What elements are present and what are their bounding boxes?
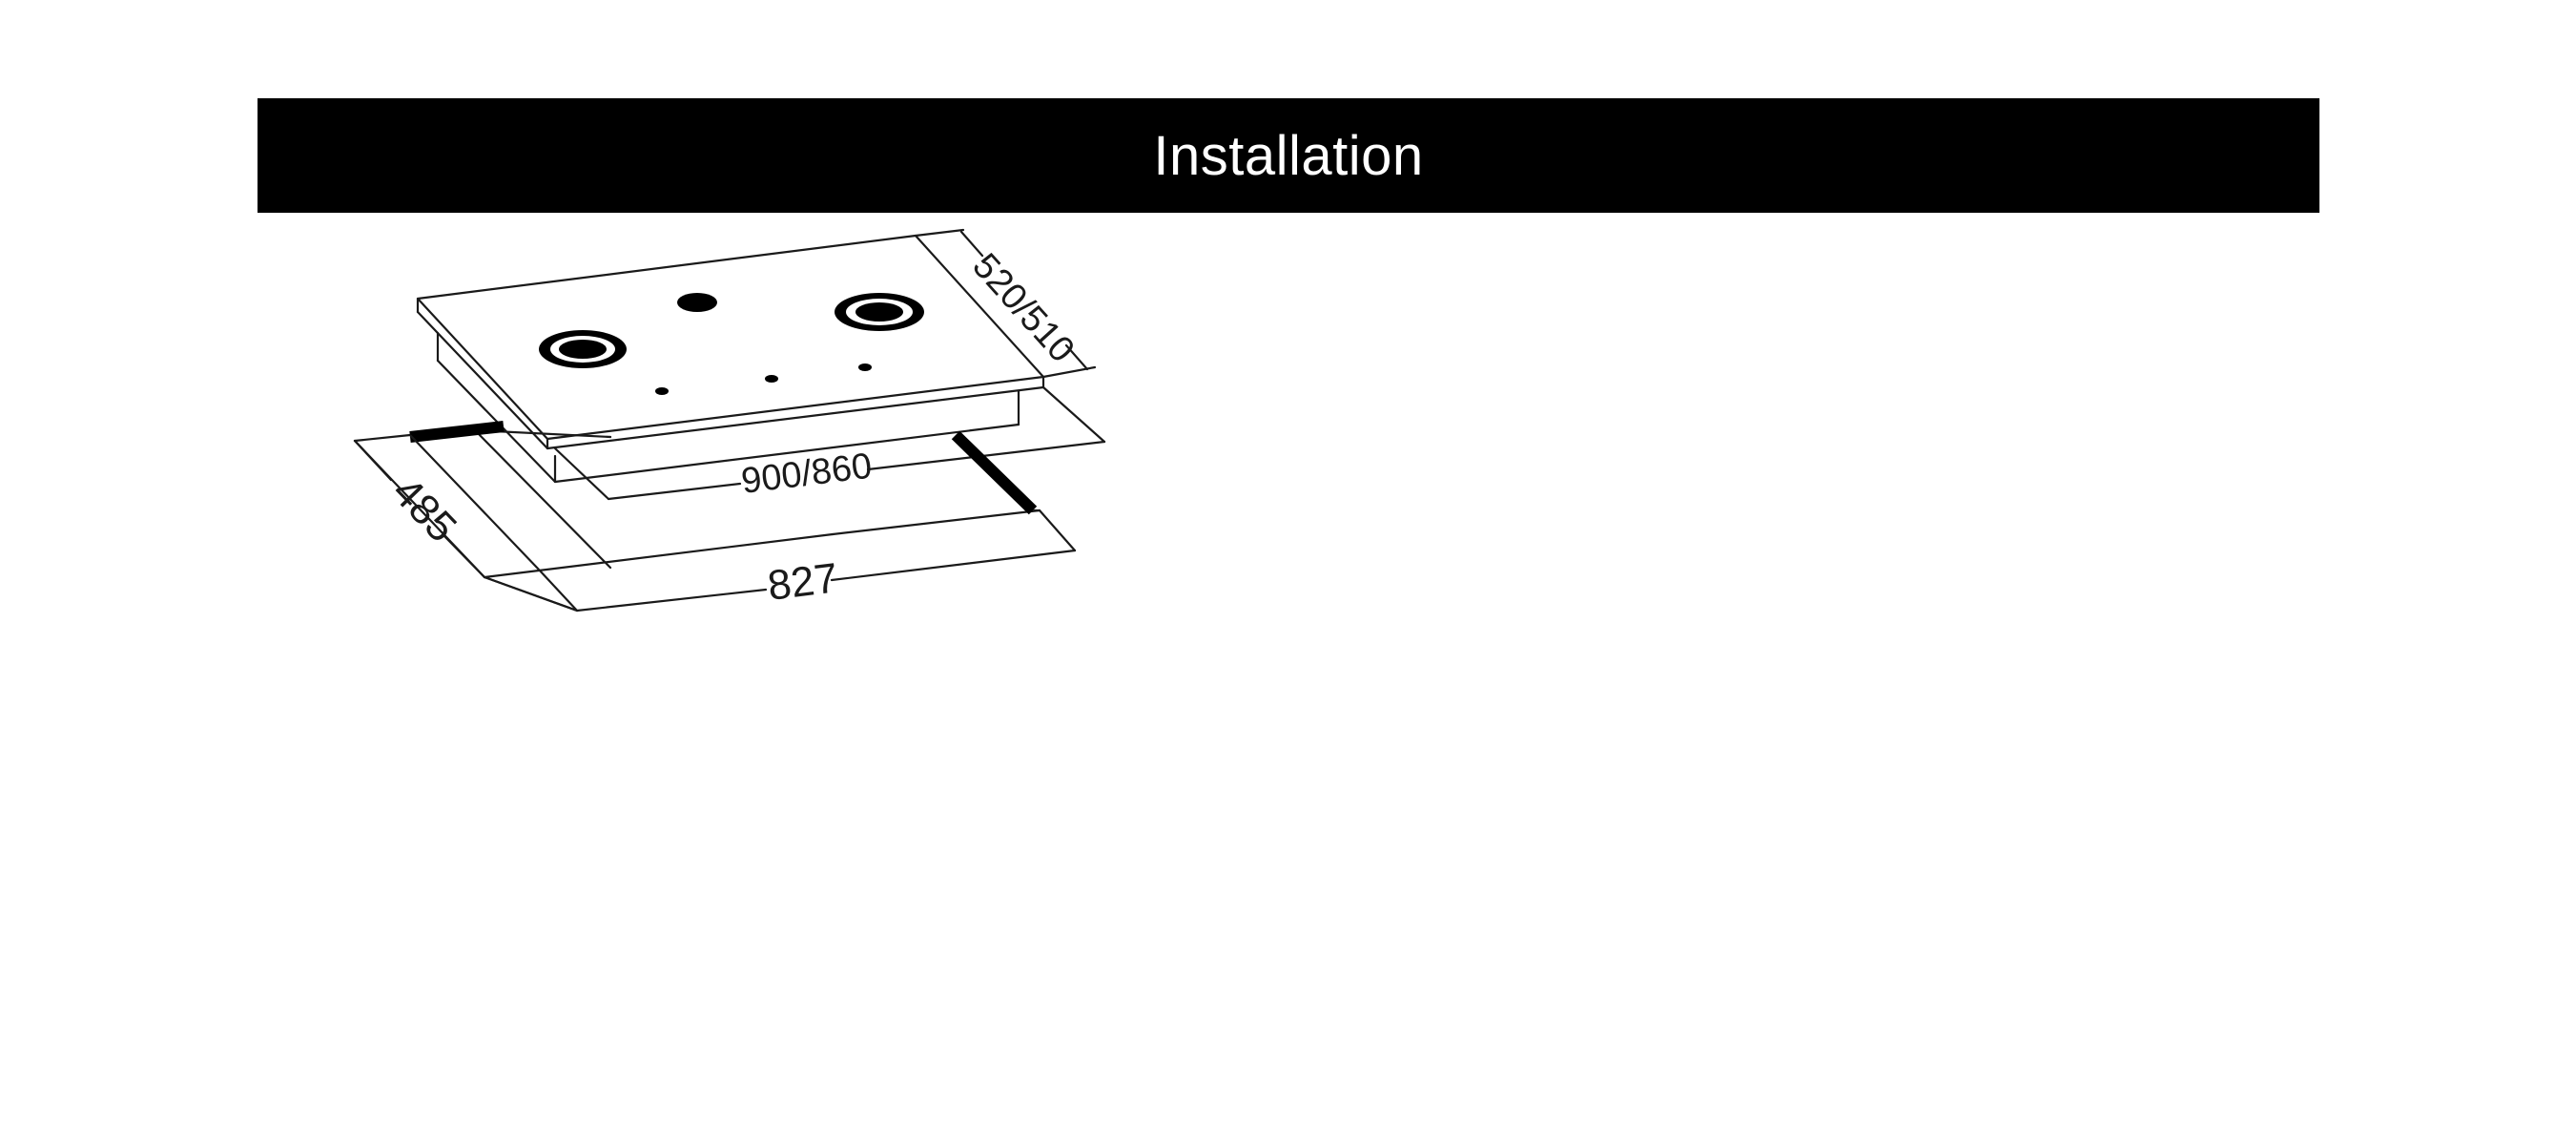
burner-center-icon [677,293,717,312]
control-knob-right-icon [858,363,872,371]
cutout-edge-marker-right [951,430,1038,515]
dimension-827 [483,509,1077,613]
hob-glass-top [416,234,1045,450]
dimension-label-cutout-width: 827 [765,554,840,610]
dimension-900-860 [553,385,1106,501]
cutout-edge-marker-left [409,421,505,443]
cutout-outline [353,428,1041,579]
page-title: Installation [1153,124,1424,187]
control-knob-center-icon [765,375,778,383]
dimension-520-510 [914,228,1097,379]
hob-body [436,331,1020,484]
control-knob-left-icon [655,387,669,395]
dimension-485 [353,439,486,579]
dimension-label-width-top: 900/860 [739,446,874,502]
burner-right [835,293,924,331]
burner-left [539,330,627,368]
title-bar: Installation [258,98,2319,213]
